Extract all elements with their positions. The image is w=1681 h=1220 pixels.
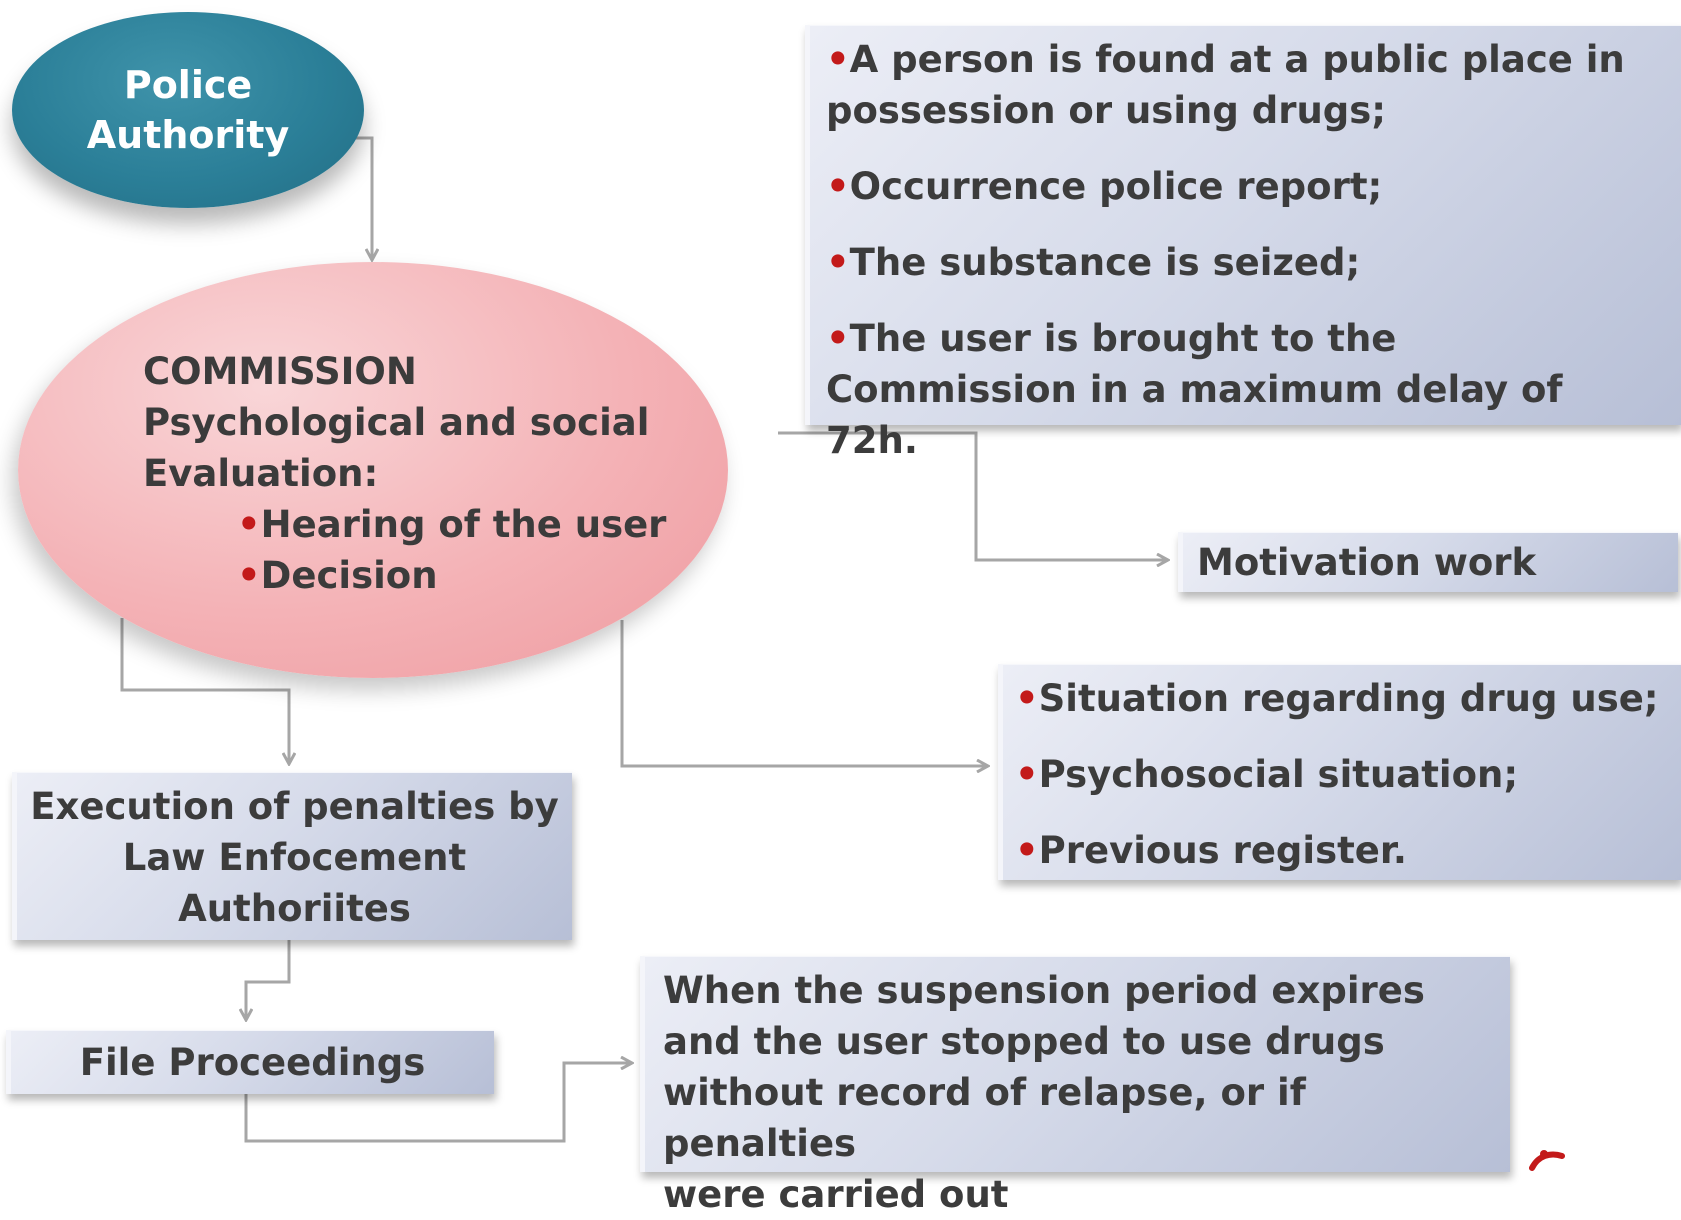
connector-commission-to-motivation [778,431,1168,560]
bullet-icon: • [826,241,850,284]
list-item: •Occurrence police report; [826,165,1383,208]
connector-police-to-commission [340,136,372,260]
connector-commission-to-execution [120,618,289,764]
execution-line3: Authoriites [178,887,411,930]
commission-node [18,262,728,678]
commission-line2: Psychological and social [143,401,650,444]
bullet-icon: • [1015,677,1039,720]
police-label-line1: Police [123,63,253,107]
file-proceedings-label: File Proceedings [79,1041,426,1084]
list-item: •Previous register. [1015,829,1407,872]
commission-line3: Evaluation: [143,452,379,495]
suspension-line1: When the suspension period expires [663,969,1425,1012]
commission-text: COMMISSION Psychological and social Eval… [143,346,666,601]
motivation-work-box: Motivation work [1178,532,1678,592]
bullet-icon: • [1015,829,1039,872]
commission-bullet-hearing: •Hearing of the user [237,503,667,546]
execution-line2: Law Enfocement [122,836,467,879]
connector-file-to-suspension [244,1063,632,1143]
police-label-line2: Authority [86,113,290,157]
list-item: •A person is found at a public place in … [826,38,1625,132]
execution-line1: Execution of penalties by [30,785,559,828]
motivation-label: Motivation work [1197,541,1537,584]
bullet-icon: • [826,38,850,81]
suspension-line3: without record of relapse, or if penalti… [663,1071,1306,1165]
bullet-icon: • [237,503,261,546]
police-procedure-box: •A person is found at a public place in … [805,25,1681,462]
commission-title: COMMISSION [143,350,417,393]
bullet-icon: • [237,554,261,597]
execution-penalties-box: Execution of penalties by Law Enfocement… [12,772,572,940]
list-item: •Situation regarding drug use; [1015,677,1659,720]
bullet-icon: • [826,317,850,360]
evaluation-criteria-box: •Situation regarding drug use; •Psychoso… [998,664,1681,880]
list-item: •The user is brought to the Commission i… [826,317,1589,462]
commission-bullet-decision: •Decision [237,554,438,597]
suspension-expiry-box: When the suspension period expires and t… [640,956,1510,1216]
file-proceedings-box: File Proceedings [6,1030,494,1094]
police-authority-node: Police Authority [12,12,364,208]
bullet-icon: • [826,165,850,208]
suspension-line4: were carried out [663,1173,1009,1216]
bullet-icon: • [1015,753,1039,796]
suspension-line2: and the user stopped to use drugs [663,1020,1385,1063]
list-item: •Psychosocial situation; [1015,753,1519,796]
connector-execution-to-file [246,940,291,1020]
connector-commission-to-situation [620,620,988,766]
list-item: •The substance is seized; [826,241,1361,284]
logo-fragment-icon [1529,1150,1565,1171]
connector-layer [120,136,1681,1143]
